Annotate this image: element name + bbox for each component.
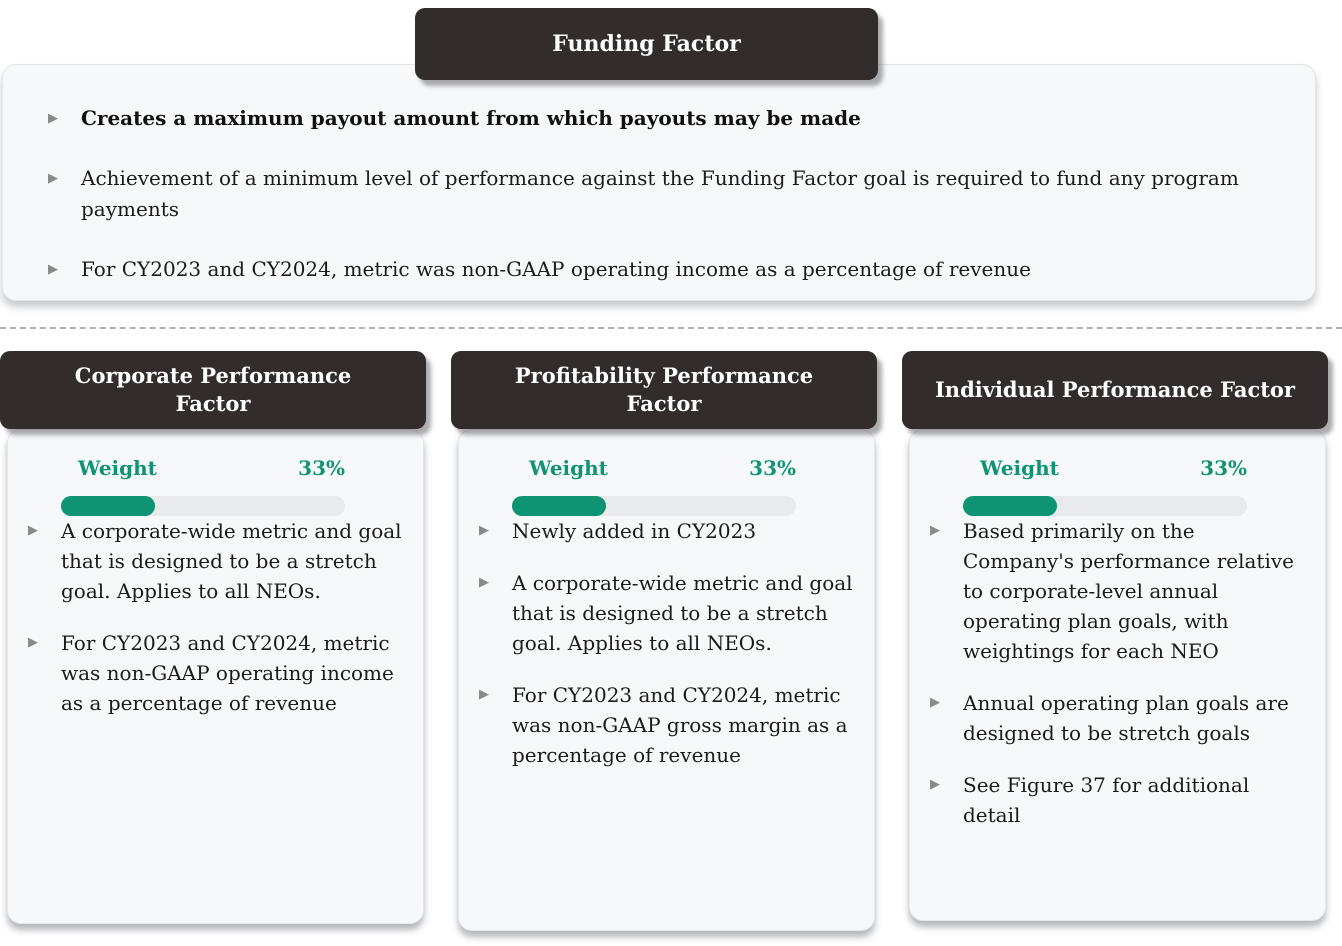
triangle-bullet-icon: ▶ xyxy=(28,635,38,650)
funding-bullet-3: ▶ For CY2023 and CY2024, metric was non-… xyxy=(48,254,1245,285)
triangle-bullet-icon: ▶ xyxy=(930,695,940,710)
individual-bullet-1: ▶ Based primarily on the Company's perfo… xyxy=(930,516,1305,666)
factor-column-individual: Individual Performance Factor Weight 33%… xyxy=(902,351,1328,931)
funding-bullet-1: ▶ Creates a maximum payout amount from w… xyxy=(48,103,1245,134)
corporate-factor-title: Corporate Performance Factor xyxy=(74,363,352,416)
triangle-bullet-icon: ▶ xyxy=(28,523,38,538)
weight-value: 33% xyxy=(749,456,796,480)
profitability-bullet-2-text: A corporate-wide metric and goal that is… xyxy=(512,571,853,655)
individual-bullet-2-text: Annual operating plan goals are designed… xyxy=(963,691,1289,745)
corporate-factor-card: Weight 33% ▶ A corporate-wide metric and… xyxy=(7,429,424,924)
triangle-bullet-icon: ▶ xyxy=(479,575,489,590)
corporate-factor-header: Corporate Performance Factor xyxy=(0,351,426,429)
profitability-bullet-2: ▶ A corporate-wide metric and goal that … xyxy=(479,568,854,658)
triangle-bullet-icon: ▶ xyxy=(479,687,489,702)
weight-value: 33% xyxy=(1200,456,1247,480)
corporate-bullet-2-text: For CY2023 and CY2024, metric was non-GA… xyxy=(61,631,394,715)
triangle-bullet-icon: ▶ xyxy=(930,777,940,792)
weight-progress-track xyxy=(61,496,345,516)
weight-progress-fill xyxy=(61,496,155,516)
weight-progress-fill xyxy=(512,496,606,516)
weight-label: Weight xyxy=(78,456,157,480)
individual-bullet-2: ▶ Annual operating plan goals are design… xyxy=(930,688,1305,748)
triangle-bullet-icon: ▶ xyxy=(930,523,940,538)
profitability-factor-card: Weight 33% ▶ Newly added in CY2023 ▶ A c… xyxy=(458,429,875,931)
profitability-bullet-3: ▶ For CY2023 and CY2024, metric was non-… xyxy=(479,680,854,770)
weight-progress-track xyxy=(963,496,1247,516)
funding-bullet-3-text: For CY2023 and CY2024, metric was non-GA… xyxy=(81,257,1031,281)
profitability-factor-header: Profitability Performance Factor xyxy=(451,351,877,429)
funding-bullet-list: ▶ Creates a maximum payout amount from w… xyxy=(48,103,1245,285)
individual-bullet-list: ▶ Based primarily on the Company's perfo… xyxy=(930,516,1305,830)
corporate-bullet-1: ▶ A corporate-wide metric and goal that … xyxy=(28,516,403,606)
funding-factor-panel: ▶ Creates a maximum payout amount from w… xyxy=(2,64,1316,301)
individual-weight-row: Weight 33% xyxy=(930,456,1305,480)
profitability-bullet-1-text: Newly added in CY2023 xyxy=(512,519,757,543)
funding-bullet-2: ▶ Achievement of a minimum level of perf… xyxy=(48,163,1245,225)
weight-progress-track xyxy=(512,496,796,516)
factor-columns: Corporate Performance Factor Weight 33% … xyxy=(0,351,1328,931)
funding-bullet-1-text: Creates a maximum payout amount from whi… xyxy=(81,106,861,130)
weight-label: Weight xyxy=(529,456,608,480)
funding-factor-header: Funding Factor xyxy=(415,8,878,80)
dashed-divider xyxy=(0,327,1342,329)
funding-factor-title: Funding Factor xyxy=(552,31,741,57)
individual-factor-title: Individual Performance Factor xyxy=(934,377,1295,402)
profitability-bullet-list: ▶ Newly added in CY2023 ▶ A corporate-wi… xyxy=(479,516,854,770)
factor-column-profitability: Profitability Performance Factor Weight … xyxy=(451,351,877,931)
individual-bullet-3: ▶ See Figure 37 for additional detail xyxy=(930,770,1305,830)
factor-column-corporate: Corporate Performance Factor Weight 33% … xyxy=(0,351,426,931)
profitability-weight-row: Weight 33% xyxy=(479,456,854,480)
profitability-bullet-1: ▶ Newly added in CY2023 xyxy=(479,516,854,546)
individual-factor-header: Individual Performance Factor xyxy=(902,351,1328,429)
weight-label: Weight xyxy=(980,456,1059,480)
profitability-bullet-3-text: For CY2023 and CY2024, metric was non-GA… xyxy=(512,683,848,767)
individual-factor-card: Weight 33% ▶ Based primarily on the Comp… xyxy=(909,429,1326,921)
individual-bullet-3-text: See Figure 37 for additional detail xyxy=(963,773,1250,827)
corporate-bullet-2: ▶ For CY2023 and CY2024, metric was non-… xyxy=(28,628,403,718)
individual-bullet-1-text: Based primarily on the Company's perform… xyxy=(963,519,1294,663)
triangle-bullet-icon: ▶ xyxy=(48,111,58,126)
triangle-bullet-icon: ▶ xyxy=(48,171,58,186)
funding-bullet-2-text: Achievement of a minimum level of perfor… xyxy=(81,166,1239,221)
corporate-bullet-1-text: A corporate-wide metric and goal that is… xyxy=(61,519,402,603)
weight-progress-fill xyxy=(963,496,1057,516)
triangle-bullet-icon: ▶ xyxy=(479,523,489,538)
triangle-bullet-icon: ▶ xyxy=(48,262,58,277)
corporate-bullet-list: ▶ A corporate-wide metric and goal that … xyxy=(28,516,403,718)
weight-value: 33% xyxy=(298,456,345,480)
profitability-factor-title: Profitability Performance Factor xyxy=(514,363,814,416)
corporate-weight-row: Weight 33% xyxy=(28,456,403,480)
